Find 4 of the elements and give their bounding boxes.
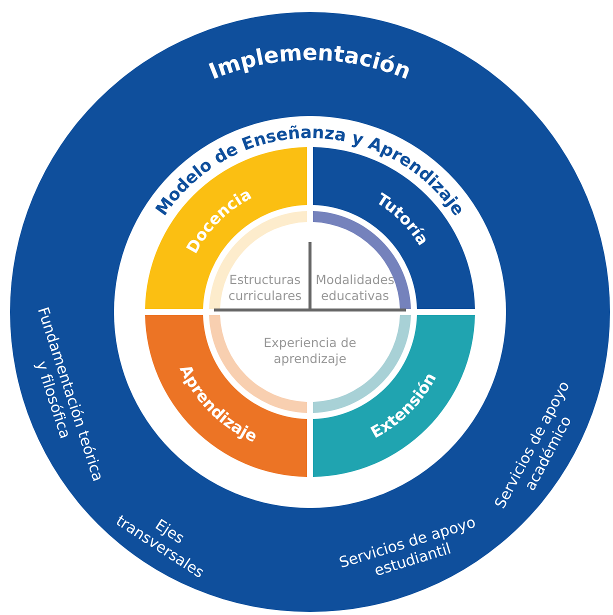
inner-label: Modalidades educativas bbox=[314, 272, 396, 304]
inner-label: Experiencia de aprendizaje bbox=[262, 335, 358, 367]
ring-title: Implementación bbox=[206, 40, 414, 86]
inner-label: Estructuras curriculares bbox=[227, 272, 303, 304]
